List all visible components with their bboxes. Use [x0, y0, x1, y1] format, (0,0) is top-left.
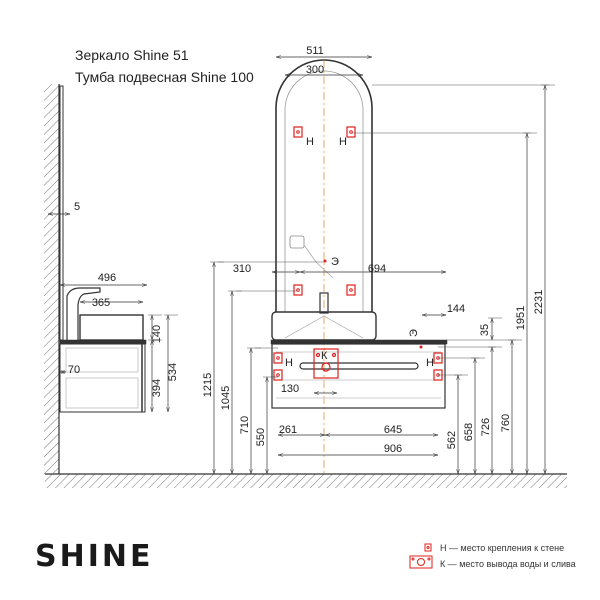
dimension-label: 365 — [92, 297, 110, 309]
cabinet-front — [271, 343, 446, 409]
mirror-switch-icon — [289, 235, 305, 249]
power-point-icon — [419, 345, 423, 349]
mount-point-h — [293, 284, 303, 296]
title-mirror: Зеркало Shine 51 — [75, 47, 189, 63]
mount-point-h: Н — [293, 126, 314, 148]
mark-e-cabinet: Э — [408, 329, 420, 337]
dimension-label: 511 — [306, 45, 324, 57]
mark-h: Н — [285, 357, 293, 369]
dimension-label: 906 — [384, 443, 402, 455]
mark-e-mirror: Э — [331, 256, 339, 268]
mount-point-icon — [424, 543, 432, 552]
mount-point-h: Н — [339, 126, 356, 148]
dimension-label: 534 — [167, 363, 179, 381]
dimension-h1045: 1045 — [220, 290, 242, 474]
dimension-h2231: 2231 — [533, 84, 555, 474]
side-basin — [79, 314, 144, 341]
drain-outlet-k — [313, 348, 339, 379]
dimension-basin_height: 140 — [148, 314, 163, 343]
mount-point-h — [346, 284, 356, 296]
dimension-label: 5 — [74, 201, 80, 213]
mark-h: Н — [339, 136, 347, 148]
dimension-drain_offset: 70 — [60, 364, 80, 376]
dimension-depth_total: 496 — [60, 272, 147, 285]
dimension-label: 394 — [151, 379, 163, 397]
dimension-label: 300 — [306, 64, 324, 76]
dimension-left_offset: 310 — [233, 263, 300, 275]
front-view — [270, 59, 448, 474]
dimension-label: 658 — [463, 423, 475, 441]
drawer-handle — [299, 362, 419, 370]
mount-point-h: Н — [273, 352, 293, 369]
mark-k: К — [321, 350, 328, 362]
dimension-label: 1215 — [202, 373, 214, 397]
side-faucet-icon — [66, 287, 101, 340]
side-cabinet — [59, 343, 146, 413]
drain-outlet-icon — [409, 555, 433, 569]
dimension-label: 2231 — [533, 290, 545, 314]
dimension-top_thickness: 35 — [479, 317, 502, 340]
dimensions: 5 496 365 140 394 534 70 511 300 310 694 144 35 130 26… — [48, 45, 555, 474]
dimension-label: 645 — [384, 424, 402, 436]
dimension-drain_width: 130 — [281, 383, 337, 395]
dimension-cabinet_height: 394 — [148, 339, 163, 412]
wall — [44, 84, 60, 474]
dimension-label: 496 — [98, 272, 116, 284]
dimension-h726: 726 — [480, 346, 502, 474]
brand-logo: SHINE — [35, 539, 153, 574]
mount-marks: Н Н Н Н — [273, 126, 443, 381]
dimension-label: 760 — [500, 414, 512, 432]
faucet-front — [319, 292, 329, 314]
dimension-label: 562 — [446, 431, 458, 449]
dimension-right_offset: 694 — [300, 263, 446, 275]
dimension-mount_span: 906 — [278, 443, 438, 455]
dimension-label: 310 — [233, 263, 251, 275]
dimension-h1215: 1215 — [202, 261, 224, 474]
mount-point-h — [273, 369, 283, 381]
dimension-label: 550 — [255, 428, 267, 446]
dimension-label: 70 — [68, 364, 80, 376]
dimension-label: 726 — [480, 418, 492, 436]
dimension-label: 130 — [281, 383, 299, 395]
dimension-edge_offset: 144 — [422, 303, 465, 315]
dimension-h658: 658 — [463, 357, 485, 474]
dimension-left_mount: 261 — [278, 424, 325, 436]
dimension-label: 1951 — [515, 306, 527, 330]
floor — [45, 473, 567, 488]
legend-h: Н — место крепления к стене — [440, 543, 564, 553]
dimension-h550: 550 — [255, 376, 277, 474]
legend-k: К — место вывода воды и слива — [440, 559, 576, 569]
dimension-label: 1045 — [220, 386, 232, 410]
dimension-total_height: 534 — [164, 314, 179, 412]
dimension-label: 144 — [447, 303, 465, 315]
dimension-label: 35 — [479, 324, 491, 336]
legend: Н — место крепления к стене К — место вы… — [409, 543, 576, 569]
dimension-label: 710 — [239, 416, 251, 434]
dimension-h760: 760 — [500, 339, 522, 474]
dimension-label: 694 — [368, 263, 386, 275]
side-countertop — [59, 339, 147, 345]
mark-h: Н — [426, 357, 434, 369]
dimension-right_mount: 645 — [325, 424, 438, 436]
title-cabinet: Тумба подвесная Shine 100 — [75, 69, 254, 85]
mount-point-h: Н — [426, 352, 443, 369]
dimension-wall_gap: 5 — [48, 201, 80, 214]
dimension-label: 140 — [151, 325, 163, 343]
dimension-mirror_width: 511 — [276, 45, 372, 57]
dimension-mirror_inner: 300 — [285, 64, 363, 76]
dimension-basin_depth: 365 — [80, 297, 143, 309]
dimension-label: 261 — [279, 424, 297, 436]
mark-h: Н — [306, 136, 314, 148]
power-point-icon — [323, 259, 327, 263]
dimension-h710: 710 — [239, 347, 261, 474]
side-mirror — [59, 85, 64, 341]
countertop-front — [270, 339, 448, 345]
